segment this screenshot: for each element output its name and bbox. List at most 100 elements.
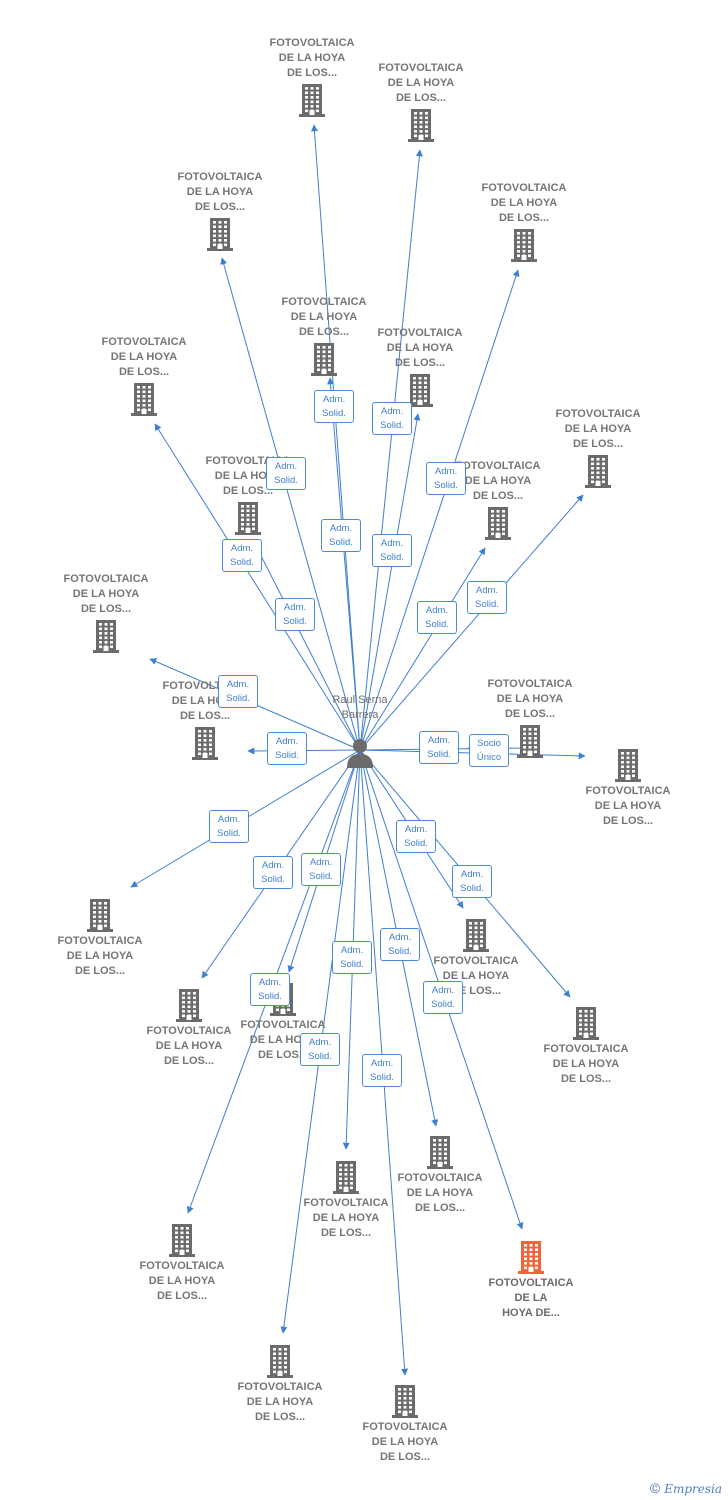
company-label: FOTOVOLTAICA DE LA HOYA DE LOS... <box>487 678 573 720</box>
building-icon <box>267 1345 293 1378</box>
relation-edge <box>359 547 486 751</box>
company-node[interactable]: FOTOVOLTAICA DE LA HOYA DE LOS... <box>291 1158 401 1241</box>
relation-edge <box>154 423 361 751</box>
company-label: FOTOVOLTAICA DE LA HOYA DE LOS... <box>433 955 519 997</box>
relation-label-adm-solid[interactable]: Adm. Solid. <box>267 732 307 765</box>
company-label: FOTOVOLTAICA DE LA HOYA DE LOS... <box>362 1421 448 1463</box>
person-icon <box>347 739 373 768</box>
company-node[interactable]: FOTOVOLTAICA DE LA HOYA DE LOS... <box>531 1004 641 1087</box>
relation-label-adm-solid[interactable]: Adm. Solid. <box>452 865 492 898</box>
company-label: FOTOVOLTAICA DE LA HOYA DE LOS... <box>481 182 567 224</box>
building-icon <box>176 989 202 1022</box>
relation-label-adm-solid[interactable]: Adm. Solid. <box>314 390 354 423</box>
building-icon <box>333 1161 359 1194</box>
company-node[interactable]: FOTOVOLTAICA DE LA HOYA DE LOS... <box>469 181 579 264</box>
relation-label-adm-solid[interactable]: Adm. Solid. <box>423 981 463 1014</box>
company-label: FOTOVOLTAICA DE LA HOYA DE LOS... <box>146 1025 232 1067</box>
company-label: FOTOVOLTAICA DE LA HOYA DE LOS... <box>543 1043 629 1085</box>
building-icon <box>311 343 337 376</box>
building-icon <box>485 507 511 540</box>
relation-label-adm-solid[interactable]: Adm. Solid. <box>253 856 293 889</box>
company-label: FOTOVOLTAICA DE LA HOYA DE LOS... <box>303 1197 389 1239</box>
company-label: FOTOVOLTAICA DE LA HOYA DE LOS... <box>139 1260 225 1302</box>
relation-label-adm-solid[interactable]: Adm. Solid. <box>301 853 341 886</box>
relation-label-adm-solid[interactable]: Adm. Solid. <box>372 534 412 567</box>
company-node[interactable]: FOTOVOLTAICA DE LA HOYA DE LOS... <box>366 61 476 144</box>
company-node[interactable]: FOTOVOLTAICA DE LA HOYA DE LOS... <box>573 746 683 829</box>
company-node[interactable]: FOTOVOLTAICA DE LA HOYA DE LOS... <box>269 295 379 378</box>
company-label: FOTOVOLTAICA DE LA HOYA DE LOS... <box>585 785 671 827</box>
company-label: FOTOVOLTAICA DE LA HOYA DE LOS... <box>63 573 149 615</box>
building-icon <box>235 502 261 535</box>
company-node[interactable]: FOTOVOLTAICA DE LA HOYA DE LOS... <box>134 986 244 1069</box>
building-icon <box>207 218 233 251</box>
brand-name: Empresia <box>664 1482 722 1496</box>
company-node[interactable]: FOTOVOLTAICA DE LA HOYA DE LOS... <box>127 1221 237 1304</box>
building-icon <box>585 455 611 488</box>
company-label: FOTOVOLTAICA DE LA HOYA DE LOS... <box>397 1172 483 1214</box>
relation-label-adm-solid[interactable]: Adm. Solid. <box>321 519 361 552</box>
company-node[interactable]: FOTOVOLTAICA DE LA HOYA DE LOS... <box>443 459 553 542</box>
building-icon <box>169 1224 195 1257</box>
company-node[interactable]: FOTOVOLTAICA DE LA HOYA DE LOS... <box>225 1342 335 1425</box>
relation-edge <box>327 377 361 751</box>
building-icon <box>517 725 543 758</box>
relation-label-adm-solid[interactable]: Adm. Solid. <box>218 675 258 708</box>
relation-edge <box>359 149 423 751</box>
relation-edge <box>220 257 361 751</box>
company-node[interactable]: FOTOVOLTAICA DE LA HOYA DE LOS... <box>51 572 161 655</box>
company-label: FOTOVOLTAICA DE LA HOYA DE LOS... <box>101 336 187 378</box>
company-label: FOTOVOLTAICA DE LA HOYA DE LOS... <box>378 62 464 104</box>
relation-label-adm-solid[interactable]: Adm. Solid. <box>380 928 420 961</box>
relation-label-adm-solid[interactable]: Adm. Solid. <box>332 941 372 974</box>
building-icon <box>573 1007 599 1040</box>
relation-label-adm-solid[interactable]: Adm. Solid. <box>467 581 507 614</box>
building-icon <box>392 1385 418 1418</box>
building-icon <box>93 620 119 653</box>
relation-label-adm-solid[interactable]: Adm. Solid. <box>266 457 306 490</box>
relation-label-adm-solid[interactable]: Adm. Solid. <box>250 973 290 1006</box>
relation-edge <box>359 269 520 751</box>
company-node[interactable]: FOTOVOLTAICA DE LA HOYA DE LOS... <box>421 916 531 999</box>
central-person-node[interactable]: Raul Serna Barrera <box>305 693 415 774</box>
building-icon <box>407 374 433 407</box>
relation-edge <box>359 494 584 751</box>
relation-label-adm-solid[interactable]: Adm. Solid. <box>419 731 459 764</box>
company-node[interactable]: FOTOVOLTAICA DE LA HOYA DE LOS... <box>475 677 585 760</box>
relation-label-socio-unico[interactable]: Socio Único <box>469 734 509 767</box>
company-label: FOTOVOLTAICA DE LA HOYA DE LOS... <box>455 460 541 502</box>
building-icon <box>518 1241 544 1274</box>
relation-edge <box>310 124 361 751</box>
company-node[interactable]: FOTOVOLTAICA DE LA HOYA DE LOS... <box>385 1133 495 1216</box>
building-icon <box>427 1136 453 1169</box>
company-node[interactable]: FOTOVOLTAICA DE LA HOYA DE LOS... <box>543 407 653 490</box>
company-node[interactable]: FOTOVOLTAICA DE LA HOYA DE LOS... <box>257 36 367 119</box>
relation-edge <box>253 541 361 751</box>
brand-footer: ©Empresia <box>650 1480 722 1496</box>
company-label: FOTOVOLTAICA DE LA HOYA DE LOS... <box>269 37 355 79</box>
relation-label-adm-solid[interactable]: Adm. Solid. <box>222 539 262 572</box>
company-node[interactable]: FOTOVOLTAICA DE LA HOYA DE LOS... <box>350 1382 460 1465</box>
building-icon <box>511 229 537 262</box>
relation-label-adm-solid[interactable]: Adm. Solid. <box>209 810 249 843</box>
relation-label-adm-solid[interactable]: Adm. Solid. <box>426 462 466 495</box>
building-icon <box>299 84 325 117</box>
relation-label-adm-solid[interactable]: Adm. Solid. <box>396 820 436 853</box>
copyright-symbol: © <box>649 1480 661 1496</box>
company-node[interactable]: FOTOVOLTAICA DE LA HOYA DE LOS... <box>89 335 199 418</box>
relation-label-adm-solid[interactable]: Adm. Solid. <box>372 402 412 435</box>
relation-label-adm-solid[interactable]: Adm. Solid. <box>300 1033 340 1066</box>
relation-label-adm-solid[interactable]: Adm. Solid. <box>417 601 457 634</box>
company-node-highlighted[interactable]: FOTOVOLTAICA DE LA HOYA DE... <box>476 1238 586 1321</box>
company-label: FOTOVOLTAICA DE LA HOYA DE... <box>488 1277 574 1319</box>
company-node[interactable]: FOTOVOLTAICA DE LA HOYA DE LOS... <box>45 896 155 979</box>
company-label: FOTOVOLTAICA DE LA HOYA DE LOS... <box>377 327 463 369</box>
building-icon <box>463 919 489 952</box>
company-label: FOTOVOLTAICA DE LA HOYA DE LOS... <box>177 171 263 213</box>
company-label: FOTOVOLTAICA DE LA HOYA DE LOS... <box>281 296 367 338</box>
relation-label-adm-solid[interactable]: Adm. Solid. <box>362 1054 402 1087</box>
company-node[interactable]: FOTOVOLTAICA DE LA HOYA DE LOS... <box>365 326 475 409</box>
relation-label-adm-solid[interactable]: Adm. Solid. <box>275 598 315 631</box>
company-node[interactable]: FOTOVOLTAICA DE LA HOYA DE LOS... <box>165 170 275 253</box>
